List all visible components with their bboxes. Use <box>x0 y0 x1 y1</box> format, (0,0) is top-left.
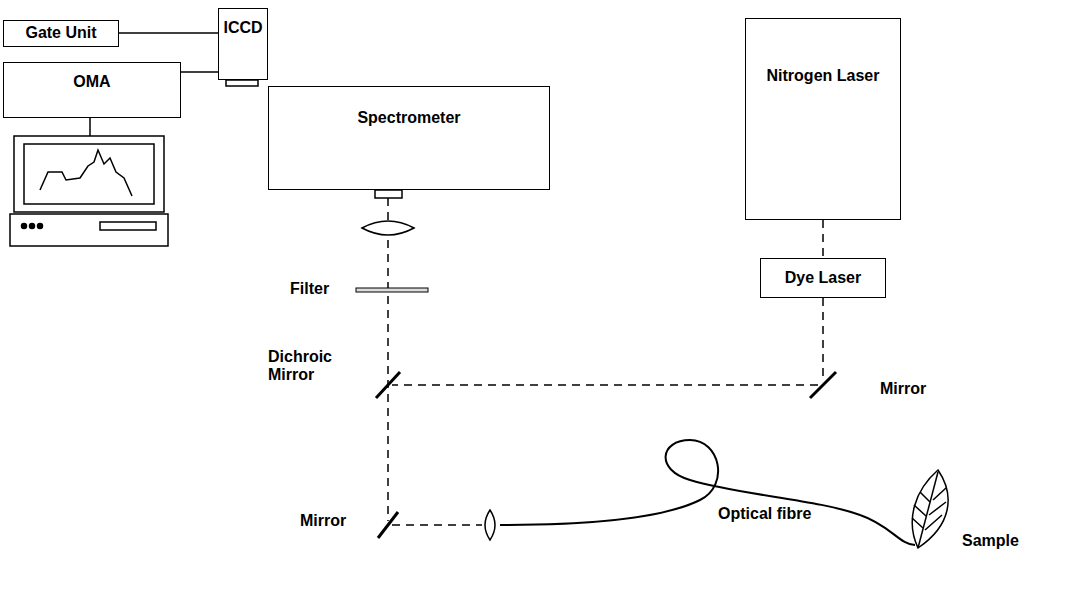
beam <box>822 298 824 380</box>
computer-base <box>10 214 168 246</box>
coupler <box>226 80 258 86</box>
led <box>30 224 35 229</box>
lens <box>362 221 414 235</box>
box-label: OMA <box>73 73 110 91</box>
beam <box>392 524 482 526</box>
box-label: Nitrogen Laser <box>767 67 880 85</box>
part-label: Sample <box>962 532 1019 550</box>
part-label: Mirror <box>300 512 346 530</box>
oma-cable <box>89 118 91 136</box>
entrance-port <box>375 190 402 198</box>
connector <box>119 32 218 34</box>
computer-illustration <box>10 118 168 246</box>
part-label: Filter <box>290 280 329 298</box>
part-label: Dichroic Mirror <box>268 348 354 385</box>
component-box: Nitrogen Laser <box>745 18 901 220</box>
screen <box>24 144 154 204</box>
box-label: ICCD <box>223 19 262 37</box>
disk-slot <box>100 222 156 230</box>
mirror <box>810 372 836 398</box>
screen-trace <box>40 150 132 196</box>
box-label: Dye Laser <box>785 269 862 287</box>
filter <box>356 288 428 292</box>
part-label: Mirror <box>880 380 926 398</box>
dichroic-mirror <box>376 372 400 398</box>
led <box>22 224 27 229</box>
lens <box>485 510 495 540</box>
component-box: ICCD <box>218 8 268 80</box>
component-box: OMA <box>3 62 181 118</box>
component-box: Gate Unit <box>3 20 119 47</box>
monitor <box>14 136 164 212</box>
leaf-sample <box>912 470 948 548</box>
beam <box>387 198 389 521</box>
mirror <box>378 512 398 538</box>
component-box: Dye Laser <box>760 258 886 298</box>
beam <box>392 384 818 386</box>
box-label: Spectrometer <box>357 109 460 127</box>
box-label: Gate Unit <box>25 24 96 42</box>
part-label: Optical fibre <box>718 505 811 523</box>
led <box>38 224 43 229</box>
connector <box>822 220 824 258</box>
component-box: Spectrometer <box>268 86 550 190</box>
connector <box>181 71 218 73</box>
light-path <box>388 198 823 525</box>
optical-fibre <box>500 440 915 545</box>
